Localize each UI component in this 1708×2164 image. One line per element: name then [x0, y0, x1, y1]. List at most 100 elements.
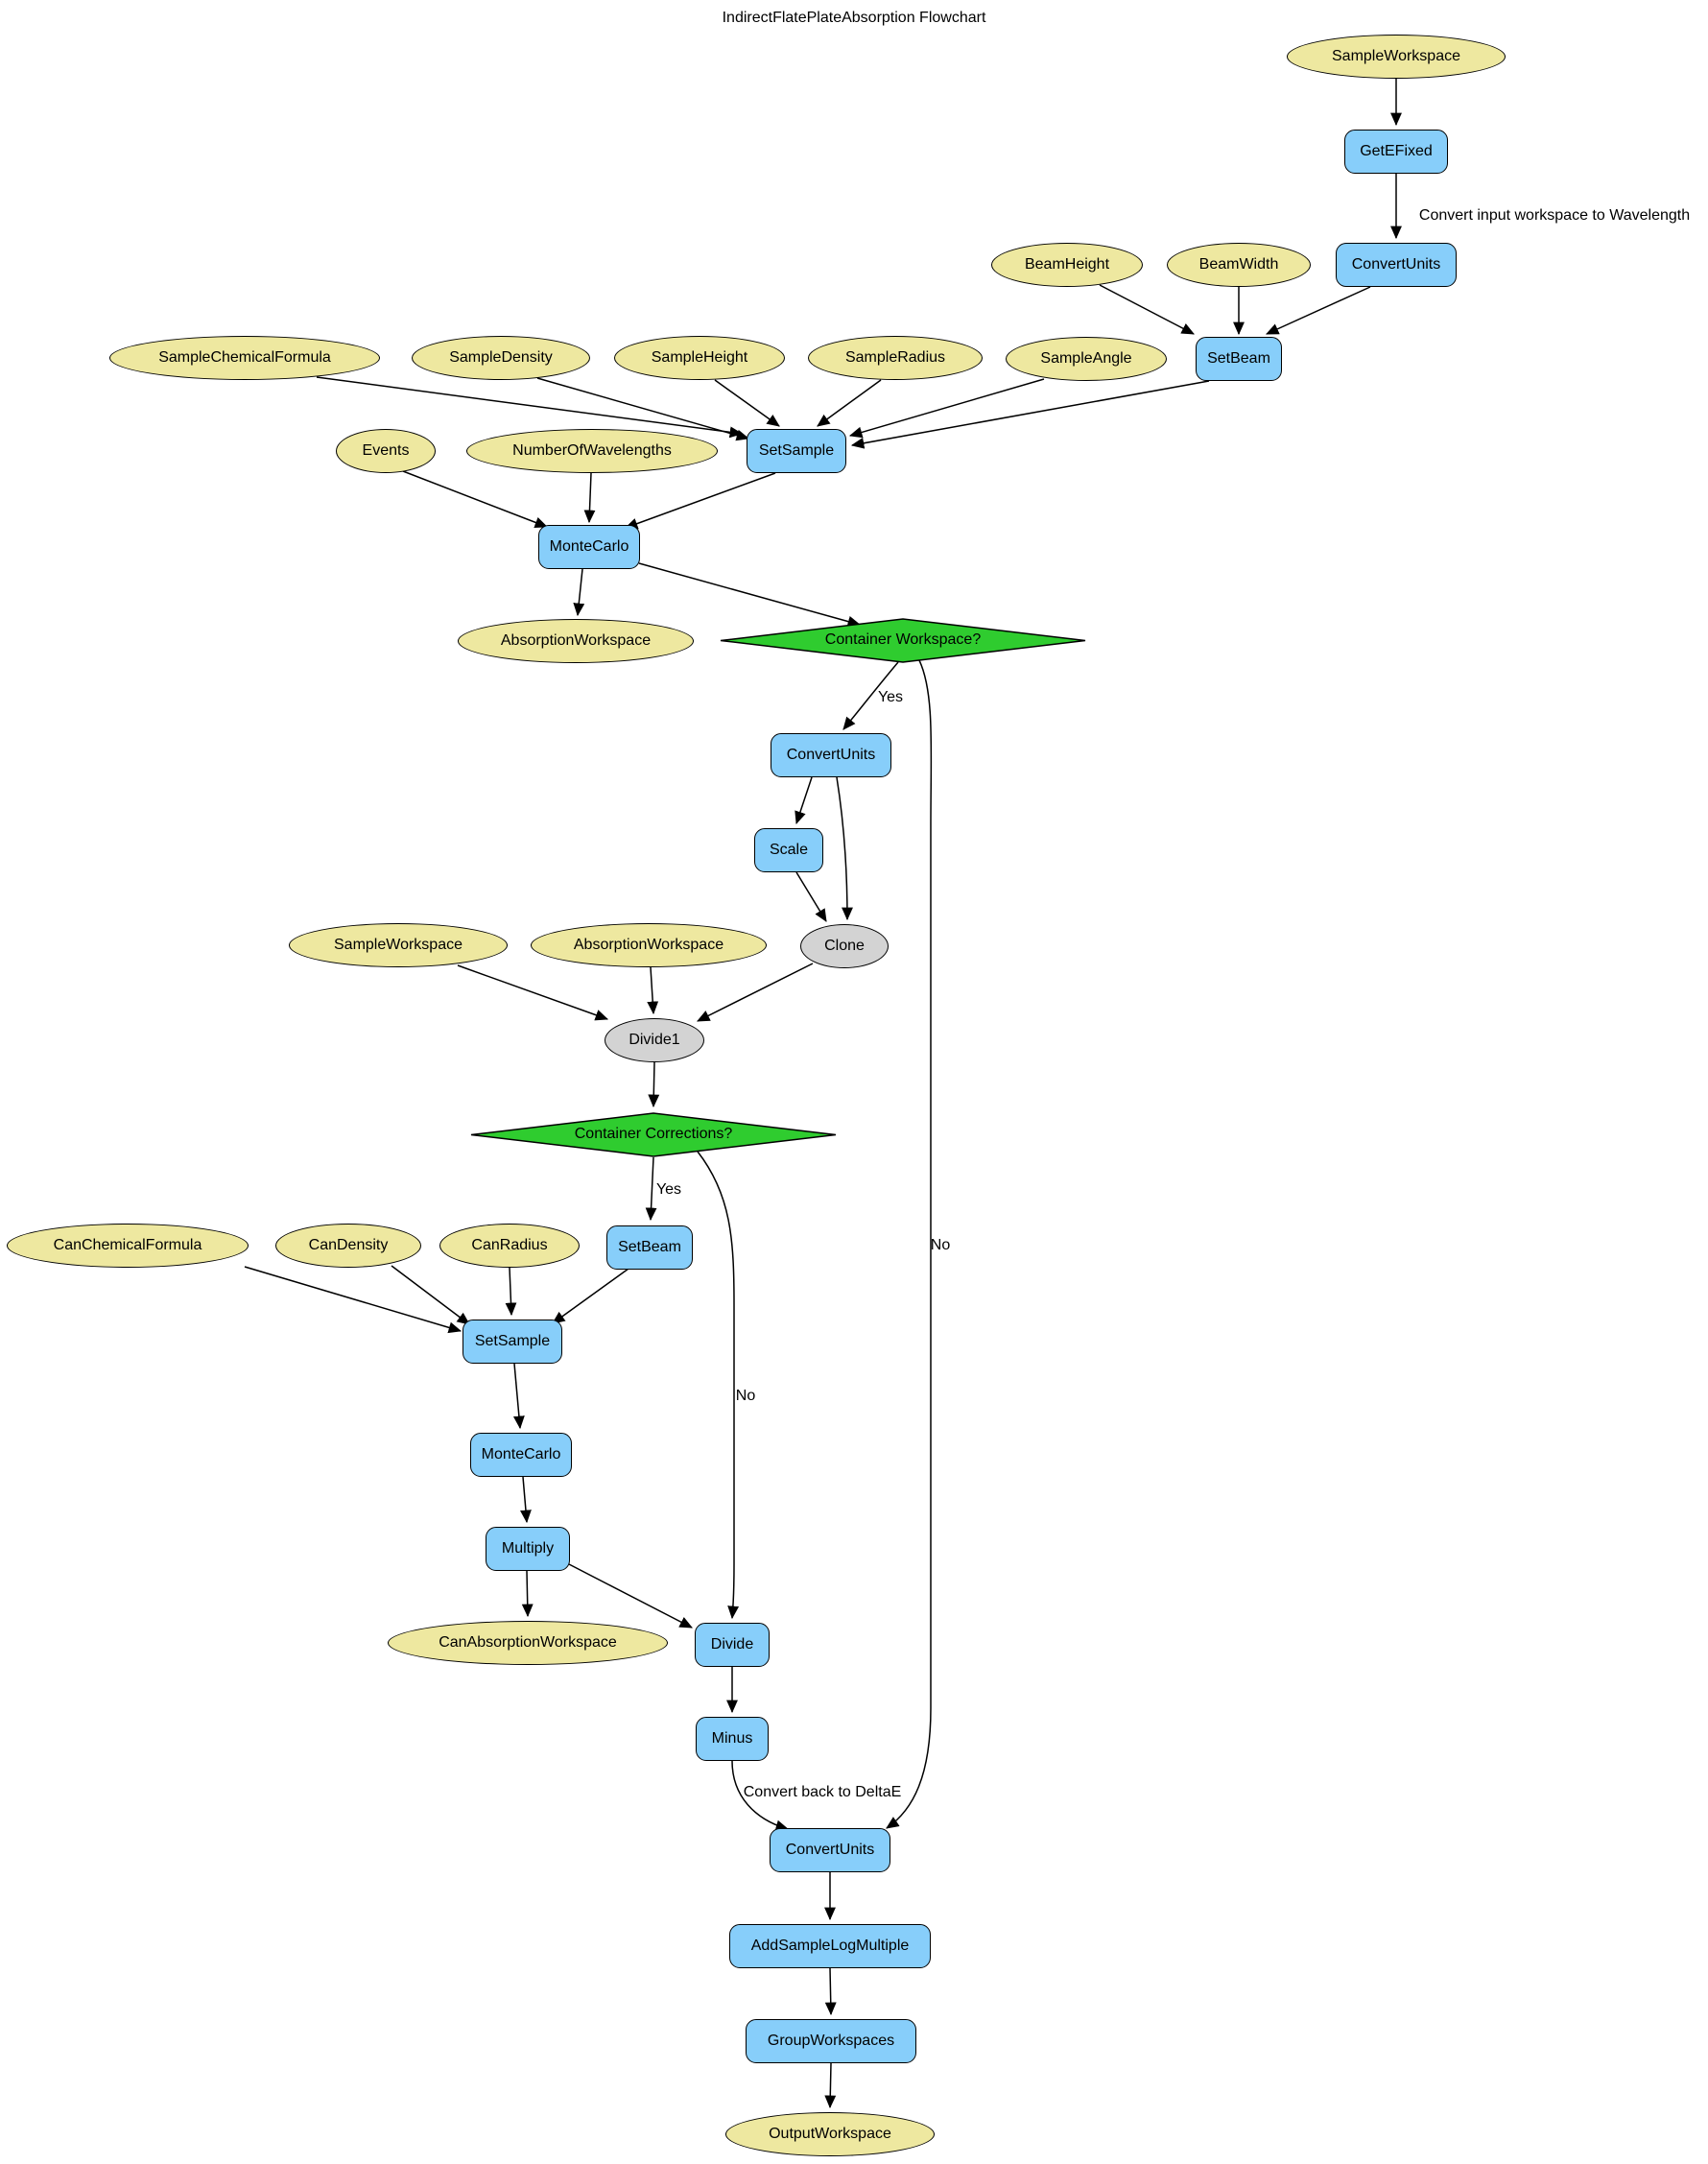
edge-monte-carlo-1-to-absorption-workspace-out: [573, 568, 585, 617]
node-label: OutputWorkspace: [769, 2126, 891, 2142]
node-label: SampleWorkspace: [334, 937, 463, 953]
process-node-convert-units-3: ConvertUnits: [770, 1828, 890, 1872]
node-label: CanAbsorptionWorkspace: [439, 1634, 617, 1651]
input-node-absorption-workspace-in: AbsorptionWorkspace: [531, 923, 767, 967]
node-label: AbsorptionWorkspace: [573, 937, 724, 953]
node-label: NumberOfWavelengths: [512, 442, 672, 459]
node-label: CanDensity: [308, 1237, 389, 1253]
input-node-absorption-workspace-out: AbsorptionWorkspace: [458, 619, 694, 663]
process-node-monte-carlo-1: MonteCarlo: [538, 525, 640, 569]
node-label: Divide: [710, 1636, 754, 1653]
process-node-group-workspaces: GroupWorkspaces: [746, 2019, 916, 2063]
decision-node-container-workspace-q: Container Workspace?: [720, 617, 1086, 663]
node-label: Clone: [824, 938, 865, 954]
edge-sample-workspace-2-to-divide1: [457, 964, 609, 1021]
process-node-set-beam-2: SetBeam: [606, 1225, 693, 1270]
input-node-sample-chemical-formula: SampleChemicalFormula: [109, 336, 380, 380]
process-node-add-sample-log-multiple: AddSampleLogMultiple: [729, 1924, 931, 1968]
edge-can-chemical-formula-to-set-sample-2: [244, 1266, 463, 1334]
diamond-shape: [470, 1111, 837, 1157]
edge-scale-to-clone: [795, 871, 827, 922]
edge-label-minus-to-convert-units-3: Convert back to DeltaE: [743, 1784, 902, 1800]
node-label: Divide1: [629, 1032, 680, 1048]
edge-absorption-workspace-in-to-divide1: [647, 966, 659, 1015]
node-label: Minus: [711, 1730, 753, 1747]
edge-container-corrections-q-to-set-beam-2: [645, 1156, 657, 1222]
node-label: GroupWorkspaces: [767, 2033, 895, 2049]
edge-label-get-e-fixed-to-convert-units-1: Convert input workspace to Wavelength: [1418, 207, 1691, 224]
process-node-monte-carlo-2: MonteCarlo: [470, 1433, 572, 1477]
node-label: SetSample: [474, 1333, 551, 1349]
edge-sample-angle-to-set-sample-1: [848, 378, 1045, 439]
edge-group-workspaces-to-output-workspace: [824, 2062, 837, 2109]
node-label: Events: [362, 442, 410, 459]
node-label: BeamHeight: [1024, 256, 1110, 273]
process-node-minus: Minus: [696, 1717, 769, 1761]
edge-convert-units-2-to-scale: [795, 776, 813, 825]
input-node-events: Events: [336, 429, 436, 473]
node-label: Container Workspace?: [824, 631, 982, 648]
edge-monte-carlo-2-to-multiply: [520, 1476, 532, 1524]
edge-divide1-to-container-corrections-q: [648, 1061, 660, 1108]
edge-sample-radius-to-set-sample-1: [817, 379, 882, 427]
decision-node-container-corrections-q: Container Corrections?: [470, 1111, 837, 1157]
input-node-can-density: CanDensity: [275, 1224, 421, 1268]
node-label: GetEFixed: [1360, 143, 1433, 159]
process-node-scale: Scale: [754, 828, 823, 872]
input-node-sample-radius: SampleRadius: [808, 336, 983, 380]
node-label: MonteCarlo: [481, 1446, 561, 1462]
edge-sample-chemical-formula-to-set-sample-1: [316, 376, 744, 439]
edge-label-container-corrections-q-to-set-beam-2: Yes: [655, 1181, 682, 1198]
input-node-sample-angle: SampleAngle: [1006, 337, 1167, 381]
process-node-divide: Divide: [695, 1623, 770, 1667]
input-node-can-absorption-workspace: CanAbsorptionWorkspace: [388, 1621, 668, 1665]
node-label: ConvertUnits: [1351, 256, 1441, 273]
edge-sample-height-to-set-sample-1: [714, 379, 780, 427]
edge-clone-to-divide1: [697, 963, 814, 1022]
input-node-output-workspace: OutputWorkspace: [725, 2112, 935, 2156]
edge-label-container-workspace-q-to-convert-units-2: Yes: [877, 689, 904, 705]
node-label: Scale: [769, 842, 809, 858]
node-label: SampleAngle: [1040, 350, 1132, 367]
node-label: SampleChemicalFormula: [158, 349, 331, 366]
input-node-sample-workspace-2: SampleWorkspace: [289, 923, 508, 967]
node-label: SampleDensity: [449, 349, 553, 366]
process-node-multiply: Multiply: [486, 1527, 570, 1571]
edge-add-sample-log-multiple-to-group-workspaces: [824, 1967, 837, 2016]
node-label: BeamWidth: [1198, 256, 1279, 273]
edge-set-beam-2-to-set-sample-2: [552, 1268, 629, 1324]
edge-container-workspace-q-to-convert-units-2: [842, 661, 899, 730]
edge-convert-units-1-to-set-beam-1: [1266, 286, 1371, 335]
edge-multiply-to-divide: [568, 1563, 693, 1629]
edge-label-container-workspace-q-to-convert-units-3: No: [930, 1237, 951, 1253]
edge-container-workspace-q-to-convert-units-3: [886, 659, 933, 1829]
node-label: SetSample: [758, 442, 835, 459]
node-label: SetBeam: [1207, 350, 1270, 367]
node-label: CanRadius: [471, 1237, 548, 1253]
input-node-can-chemical-formula: CanChemicalFormula: [7, 1224, 249, 1268]
intermediate-node-divide1: Divide1: [605, 1018, 704, 1062]
edge-convert-units-2-to-clone: [836, 776, 853, 921]
node-label: AbsorptionWorkspace: [500, 632, 652, 649]
edge-number-of-wavelengths-to-monte-carlo-1: [583, 472, 596, 524]
edge-multiply-to-can-absorption-workspace: [521, 1570, 534, 1618]
node-label: ConvertUnits: [786, 747, 876, 763]
edge-minus-to-convert-units-3: [731, 1760, 790, 1832]
node-label: Multiply: [501, 1540, 555, 1557]
process-node-set-sample-2: SetSample: [463, 1320, 562, 1364]
node-label: SampleHeight: [651, 349, 748, 366]
input-node-sample-height: SampleHeight: [614, 336, 785, 380]
edge-can-radius-to-set-sample-2: [505, 1267, 517, 1317]
process-node-convert-units-1: ConvertUnits: [1336, 243, 1457, 287]
process-node-convert-units-2: ConvertUnits: [771, 733, 891, 777]
node-label: ConvertUnits: [785, 1842, 875, 1858]
edge-set-sample-1-to-monte-carlo-1: [624, 472, 776, 530]
node-label: SetBeam: [618, 1239, 681, 1255]
edge-sample-density-to-set-sample-1: [536, 377, 750, 441]
flowchart-title: IndirectFlatePlateAbsorption Flowchart: [722, 10, 986, 26]
input-node-can-radius: CanRadius: [439, 1224, 580, 1268]
edge-monte-carlo-1-to-container-workspace-q: [638, 562, 862, 628]
edge-events-to-monte-carlo-1: [402, 470, 549, 529]
edge-label-container-corrections-q-to-divide: No: [735, 1388, 756, 1404]
